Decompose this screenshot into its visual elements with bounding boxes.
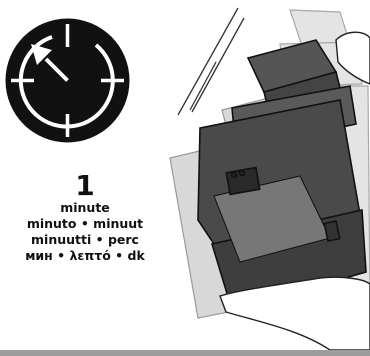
shake-motion-lines-icon xyxy=(178,8,244,115)
footer-bar xyxy=(0,350,370,356)
shaking-box-illustration xyxy=(140,0,370,350)
clock-timer-icon xyxy=(4,17,131,144)
